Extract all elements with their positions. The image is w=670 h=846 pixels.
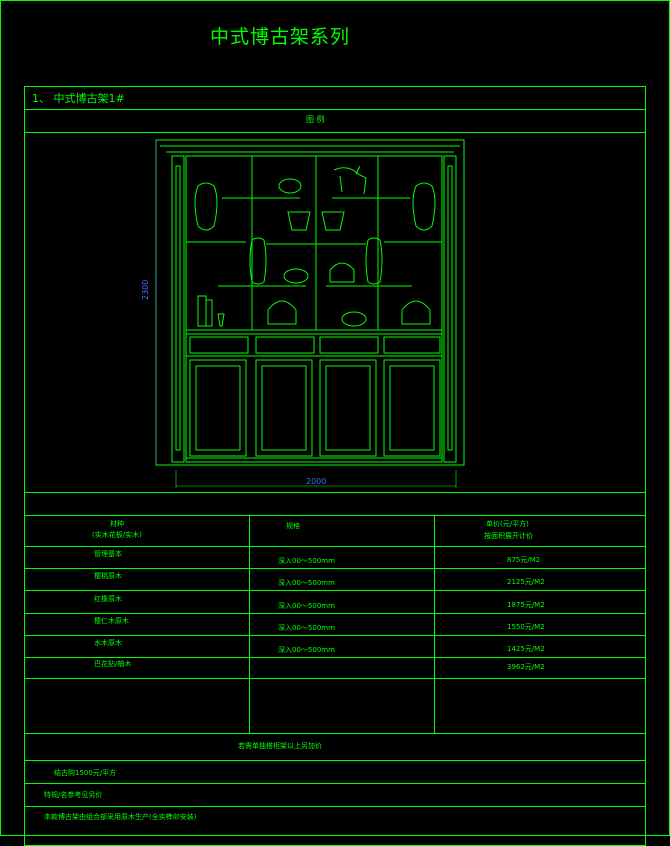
rule	[24, 678, 646, 679]
rule	[24, 613, 646, 614]
row-price: 1550元/M2	[507, 623, 545, 631]
header-spec: 规格	[286, 522, 300, 530]
header-material-sub: (实木花板/实木)	[92, 531, 142, 539]
row-spec: 深入00～500mm	[278, 602, 335, 610]
rule	[24, 760, 646, 761]
rule	[24, 515, 646, 516]
row-material: 管理基本	[94, 550, 122, 558]
rule	[24, 590, 646, 591]
note-2: 特规/名参考见另价	[44, 791, 103, 799]
header-price: 单价(元/平方)	[486, 520, 529, 528]
row-price: 3962元/M2	[507, 663, 545, 671]
row-price: 1425元/M2	[507, 645, 545, 653]
row-spec: 深入00～500mm	[278, 646, 335, 654]
row-price: 1875元/M2	[507, 601, 545, 609]
col-divider	[434, 515, 435, 733]
sub-header: 图 例	[306, 115, 325, 124]
page-title: 中式博古架系列	[210, 26, 351, 48]
rule	[24, 132, 646, 133]
header-material: 材种	[110, 520, 124, 528]
section-title: 1、 中式博古架1#	[32, 92, 125, 105]
row-price: 2125元/M2	[507, 578, 545, 586]
rule	[24, 657, 646, 658]
height-dimension: 2300	[141, 279, 150, 300]
width-dimension: 2000	[306, 477, 327, 486]
rule	[24, 733, 646, 734]
header-price-sub: 按面积展开计价	[484, 532, 533, 540]
col-divider	[249, 515, 250, 733]
rule	[24, 635, 646, 636]
row-material: 红橡原木	[94, 595, 122, 603]
row-material: 樱桃原木	[94, 572, 122, 580]
row-material: 巴花贴/柚木	[94, 660, 132, 668]
rule	[24, 109, 646, 110]
note-3: 本款博古架由组合部采用原木生产(全实榫卯安装)	[44, 813, 197, 821]
rule	[24, 783, 646, 784]
note-center: 若需单独搭柜架以上另加价	[238, 742, 322, 750]
cabinet-drawing	[155, 139, 465, 488]
row-spec: 深入00～500mm	[278, 557, 335, 565]
rule	[24, 546, 646, 547]
row-spec: 深入00～500mm	[278, 624, 335, 632]
rule	[24, 492, 646, 493]
rule	[24, 806, 646, 807]
note-1: 结古购1500元/平方	[54, 769, 117, 777]
row-price: 875元/M2	[507, 556, 541, 564]
row-material: 樱仁木原木	[94, 617, 129, 625]
row-material: 水木原木	[94, 639, 122, 647]
row-spec: 深入00～500mm	[278, 579, 335, 587]
rule	[24, 568, 646, 569]
